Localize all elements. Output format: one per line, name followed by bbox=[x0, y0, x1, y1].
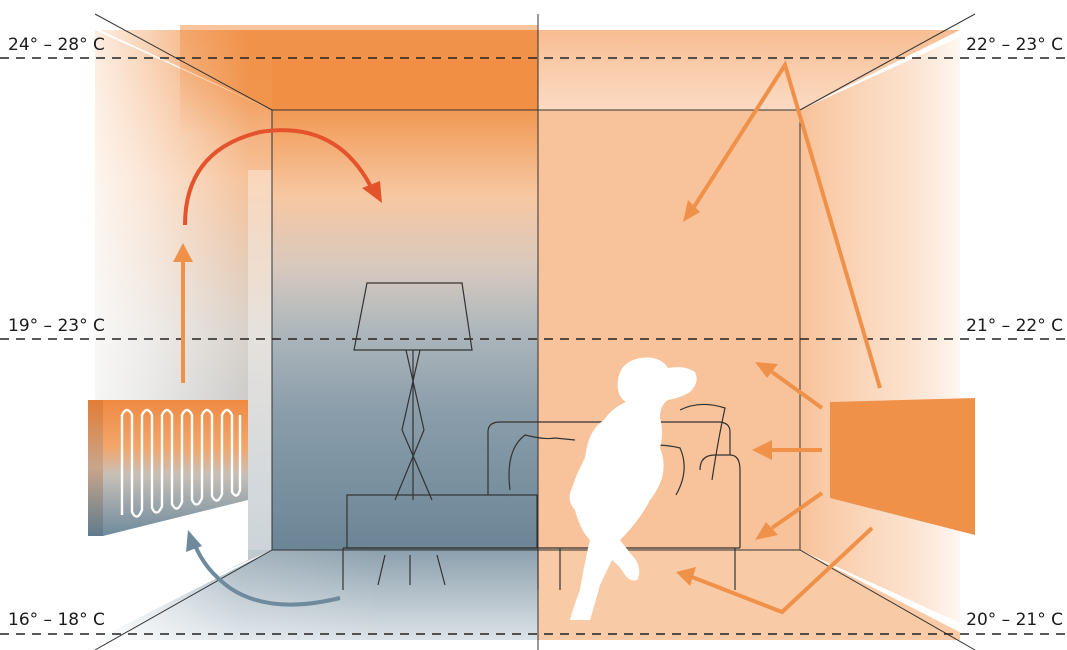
right-temp-middle: 21° – 22° C bbox=[966, 316, 1063, 336]
left-temp-bottom: 16° – 18° C bbox=[8, 610, 105, 630]
left-wall-strip bbox=[248, 170, 272, 550]
right-temp-top: 22° – 23° C bbox=[966, 35, 1063, 55]
left-temp-middle: 19° – 23° C bbox=[8, 316, 105, 336]
right-side-wall bbox=[800, 30, 975, 630]
ceiling-glow bbox=[180, 25, 538, 135]
right-temp-bottom: 20° – 21° C bbox=[966, 610, 1063, 630]
left-temp-top: 24° – 28° C bbox=[8, 35, 105, 55]
